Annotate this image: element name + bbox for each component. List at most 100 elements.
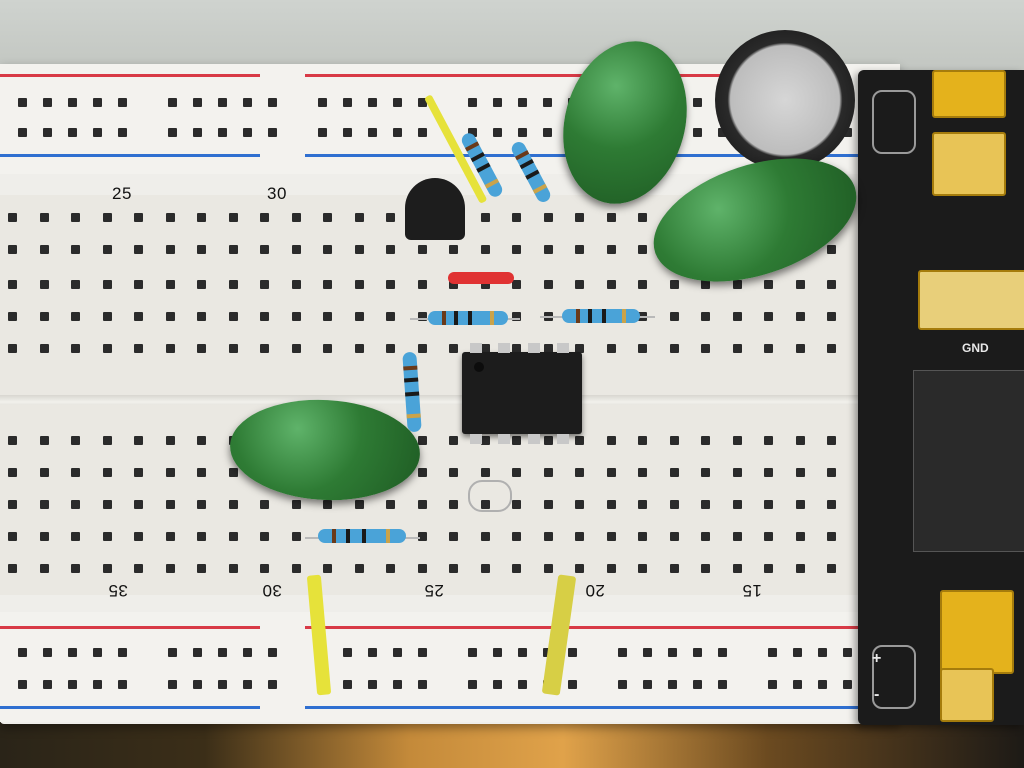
breadboard-hole: [393, 98, 402, 107]
breadboard-hole: [103, 280, 112, 289]
breadboard-hole: [449, 468, 458, 477]
breadboard-hole: [796, 532, 805, 541]
breadboard-hole: [18, 128, 27, 137]
breadboard-hole: [512, 500, 521, 509]
breadboard-hole: [40, 436, 49, 445]
jumper-wire-red: [448, 272, 514, 284]
breadboard-hole: [843, 680, 852, 689]
breadboard-hole: [796, 312, 805, 321]
breadboard-hole: [168, 98, 177, 107]
breadboard-hole: [166, 532, 175, 541]
breadboard-hole: [193, 98, 202, 107]
breadboard-hole: [68, 98, 77, 107]
breadboard-hole: [71, 344, 80, 353]
breadboard-hole: [166, 564, 175, 573]
breadboard-hole: [8, 436, 17, 445]
breadboard-hole: [607, 532, 616, 541]
breadboard-hole: [796, 500, 805, 509]
breadboard-hole: [670, 280, 679, 289]
breadboard-hole: [768, 648, 777, 657]
jumper-header-bottom[interactable]: [940, 590, 1014, 674]
breadboard-hole: [638, 532, 647, 541]
breadboard-hole: [18, 680, 27, 689]
breadboard-hole: [764, 564, 773, 573]
breadboard-hole: [512, 564, 521, 573]
breadboard-hole: [40, 312, 49, 321]
breadboard-hole: [670, 564, 679, 573]
breadboard-hole: [818, 648, 827, 657]
breadboard-hole: [40, 280, 49, 289]
breadboard-hole: [543, 98, 552, 107]
breadboard-hole: [197, 468, 206, 477]
breadboard-hole: [103, 245, 112, 254]
breadboard-hole: [8, 213, 17, 222]
chip-pin: [498, 434, 510, 444]
breadboard-hole: [493, 128, 502, 137]
breadboard-hole: [638, 245, 647, 254]
breadboard-hole: [701, 312, 710, 321]
breadboard-hole: [544, 280, 553, 289]
breadboard-hole: [8, 344, 17, 353]
breadboard-hole: [449, 245, 458, 254]
breadboard-hole: [43, 680, 52, 689]
breadboard-hole: [418, 436, 427, 445]
breadboard-hole: [418, 500, 427, 509]
breadboard-hole: [260, 213, 269, 222]
breadboard-hole: [318, 128, 327, 137]
breadboard-hole: [386, 500, 395, 509]
breadboard-hole: [134, 468, 143, 477]
breadboard-hole: [518, 98, 527, 107]
breadboard-hole: [512, 532, 521, 541]
breadboard-hole: [18, 98, 27, 107]
breadboard-hole: [693, 128, 702, 137]
breadboard-hole: [607, 564, 616, 573]
breadboard-hole: [393, 648, 402, 657]
breadboard-hole: [118, 680, 127, 689]
transistor: [405, 178, 465, 240]
breadboard-hole: [134, 344, 143, 353]
breadboard-hole: [733, 468, 742, 477]
breadboard-hole: [229, 245, 238, 254]
breadboard-hole: [355, 245, 364, 254]
top-rail-red-line-2: [305, 74, 725, 77]
breadboard-hole: [318, 98, 327, 107]
breadboard-hole: [323, 500, 332, 509]
breadboard-hole: [343, 128, 352, 137]
breadboard-hole: [670, 436, 679, 445]
voltage-regulator-area: [913, 370, 1024, 552]
breadboard-hole: [166, 280, 175, 289]
breadboard-hole: [493, 98, 502, 107]
breadboard-hole: [118, 648, 127, 657]
breadboard-hole: [827, 436, 836, 445]
pin-header-bottom: [940, 668, 994, 722]
breadboard-hole: [764, 312, 773, 321]
breadboard-hole: [40, 532, 49, 541]
breadboard-hole: [71, 468, 80, 477]
breadboard-hole: [323, 564, 332, 573]
breadboard-hole: [418, 532, 427, 541]
breadboard-hole: [103, 213, 112, 222]
breadboard-hole: [134, 213, 143, 222]
breadboard-hole: [764, 280, 773, 289]
breadboard-hole: [701, 500, 710, 509]
breadboard-hole: [449, 280, 458, 289]
breadboard-hole: [418, 128, 427, 137]
pin-header-middle: [918, 270, 1024, 330]
chip-pin: [470, 434, 482, 444]
breadboard-hole: [229, 344, 238, 353]
breadboard-hole: [292, 245, 301, 254]
jumper-header-top[interactable]: [932, 70, 1006, 118]
breadboard-hole: [166, 312, 175, 321]
breadboard-hole: [575, 468, 584, 477]
breadboard-hole: [468, 98, 477, 107]
column-number-bottom: 30: [262, 581, 282, 600]
breadboard-hole: [481, 213, 490, 222]
breadboard-hole: [575, 280, 584, 289]
breadboard-hole: [670, 468, 679, 477]
breadboard-hole: [638, 280, 647, 289]
breadboard-hole: [468, 680, 477, 689]
plus-label: +: [872, 650, 882, 667]
breadboard-hole: [418, 468, 427, 477]
breadboard-hole: [268, 128, 277, 137]
breadboard-hole: [43, 128, 52, 137]
